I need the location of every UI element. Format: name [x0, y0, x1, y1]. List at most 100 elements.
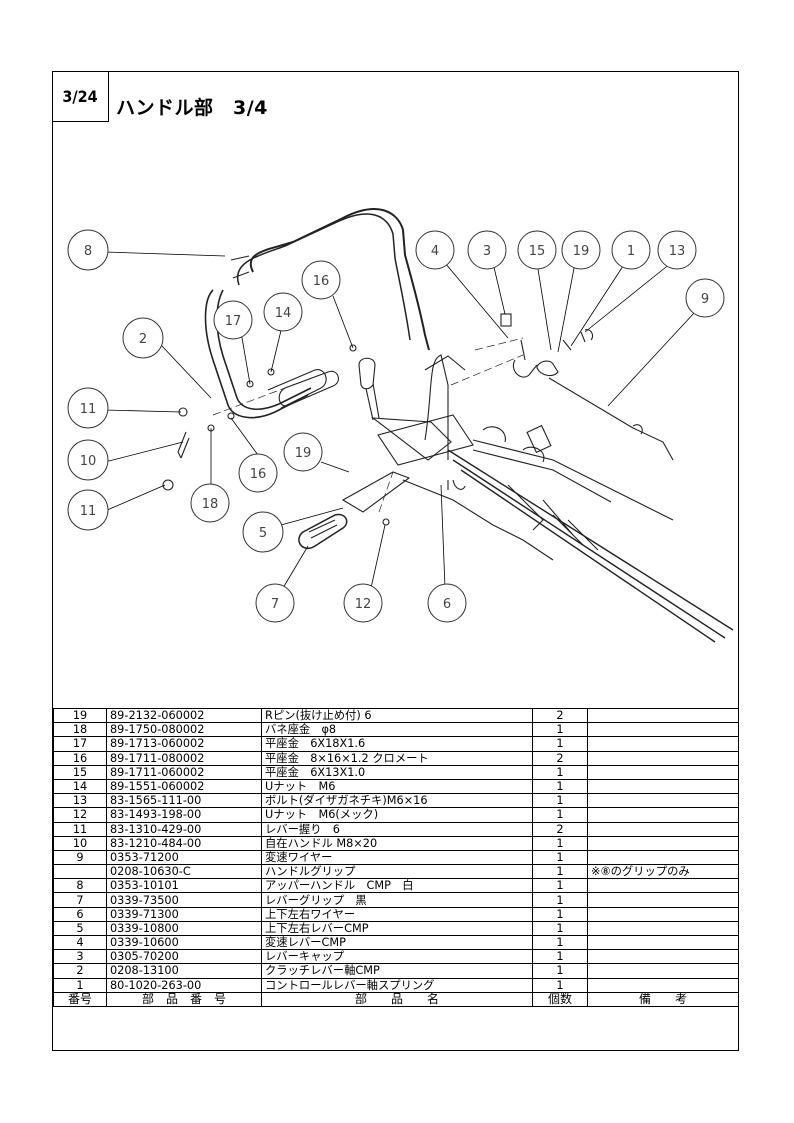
table-cell: 1 [532, 849, 588, 866]
table-cell: Uナット M6(メック) [261, 807, 533, 823]
callout-10: 10 [67, 439, 109, 481]
svg-text:13: 13 [669, 244, 686, 259]
table-cell: 12 [53, 807, 107, 823]
table-cell: 2 [532, 707, 588, 724]
callout-6: 6 [427, 583, 467, 623]
main-rail [447, 449, 734, 643]
parts-diagram: 8 16 17 14 2 11 10 11 18 16 19 5 7 12 6 … [67, 208, 734, 643]
callout-16a: 16 [301, 260, 341, 300]
table-cell: Uナット M6 [261, 778, 533, 795]
svg-text:6: 6 [443, 597, 451, 612]
table-cell: 17 [53, 736, 107, 752]
table-cell: 83-1493-198-00 [106, 807, 262, 823]
svg-text:9: 9 [701, 292, 709, 307]
callout-9: 9 [685, 278, 725, 318]
table-cell: 1 [532, 722, 588, 738]
lever-grip-pad [298, 513, 348, 550]
svg-text:1: 1 [627, 244, 635, 259]
table-cell: 上下左右ワイヤー [261, 906, 533, 922]
table-cell: 9 [53, 849, 107, 866]
table-cell: 89-2132-060002 [106, 707, 262, 724]
svg-text:11: 11 [80, 504, 97, 519]
table-cell: 0339-10600 [106, 934, 262, 951]
table-cell: 2 [53, 963, 107, 979]
table-header-row: 番号部 品 番 号部 品 名個数備 考 [53, 991, 739, 1007]
svg-text:3: 3 [483, 244, 491, 259]
table-cell: 1 [532, 778, 588, 795]
table-cell: 89-1711-060002 [106, 764, 262, 780]
table-cell: 1 [532, 934, 588, 951]
table-cell [587, 849, 739, 866]
table-cell: アッパーハンドル CMP 白 [261, 878, 533, 894]
table-cell: 13 [53, 793, 107, 809]
table-cell [587, 722, 739, 738]
table-cell: 16 [53, 750, 107, 766]
table-cell: ハンドルグリップ [261, 864, 533, 880]
table-cell [587, 821, 739, 837]
callout-19b: 19 [561, 230, 601, 270]
table-cell: 7 [53, 892, 107, 908]
table-cell: 1 [532, 963, 588, 979]
table-cell: コントロールレバー軸スプリング [261, 977, 533, 993]
table-cell [587, 835, 739, 851]
table-cell: 1 [532, 878, 588, 894]
table-cell: 3 [53, 949, 107, 965]
svg-text:16: 16 [313, 274, 330, 289]
table-cell [587, 906, 739, 922]
callout-18: 18 [190, 483, 230, 523]
table-cell: 1 [532, 793, 588, 809]
column-header: 備 考 [587, 991, 739, 1007]
table-cell: 1 [532, 807, 588, 823]
table-cell: クラッチレバー軸CMP [261, 963, 533, 979]
table-cell: 10 [53, 835, 107, 851]
table-cell: 19 [53, 707, 107, 724]
table-cell: 上下左右レバーCMP [261, 920, 533, 937]
table-cell: ※⑧のグリップのみ [587, 864, 739, 880]
svg-text:8: 8 [84, 244, 92, 259]
callout-16b: 16 [238, 453, 278, 493]
table-cell: 89-1750-080002 [106, 722, 262, 738]
callout-5: 5 [242, 511, 284, 553]
table-cell: 1 [53, 977, 107, 993]
svg-text:7: 7 [271, 597, 279, 612]
table-cell: 平座金 8×16×1.2 クロメート [261, 750, 533, 766]
table-cell [587, 878, 739, 894]
table-cell [587, 764, 739, 780]
callout-3: 3 [467, 230, 507, 270]
callout-markers: 8 16 17 14 2 11 10 11 18 16 19 5 7 12 6 … [67, 229, 725, 623]
callout-14: 14 [263, 292, 303, 332]
table-cell: 5 [53, 920, 107, 937]
svg-text:5: 5 [259, 526, 267, 541]
table-cell: 11 [53, 821, 107, 837]
callout-2: 2 [122, 317, 164, 359]
table-cell: 1 [532, 906, 588, 922]
table-cell: レバーキャップ [261, 949, 533, 965]
table-cell: Rピン(抜け止め付) 6 [261, 707, 533, 724]
svg-text:16: 16 [250, 467, 267, 482]
svg-text:19: 19 [295, 446, 312, 461]
callout-7: 7 [255, 583, 295, 623]
table-cell [587, 892, 739, 908]
svg-text:15: 15 [529, 244, 546, 259]
table-cell: 0339-10800 [106, 920, 262, 937]
table-cell: 0339-71300 [106, 906, 262, 922]
table-cell: 1 [532, 892, 588, 908]
table-cell: 変速ワイヤー [261, 849, 533, 866]
callout-11b: 11 [67, 489, 109, 531]
page-frame [52, 71, 739, 1051]
svg-text:14: 14 [275, 306, 292, 321]
